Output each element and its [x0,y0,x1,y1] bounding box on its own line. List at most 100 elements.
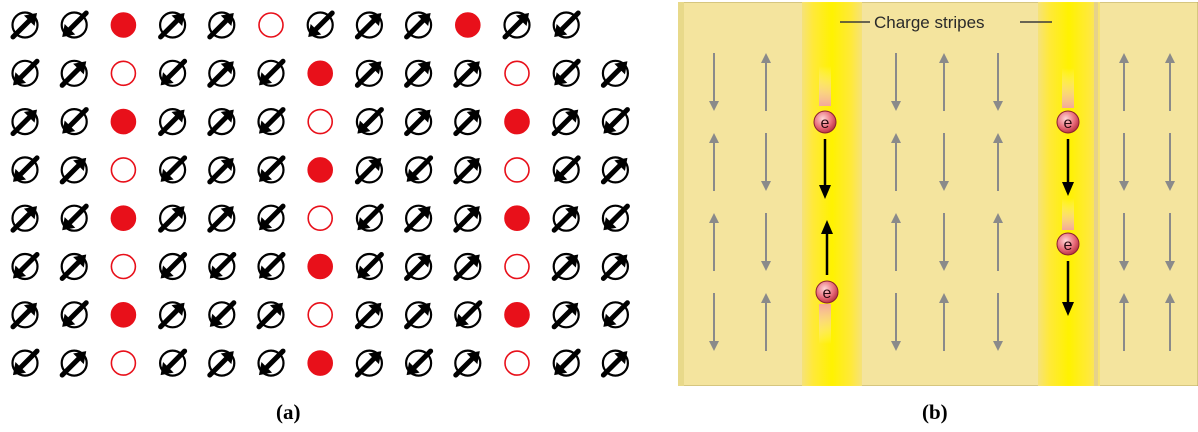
spin-up-arrow-icon [455,351,480,376]
electron-trail [819,66,831,106]
hole-filled-icon [308,351,332,375]
spin-up-arrow-icon [357,13,382,38]
spin-up-arrow-icon [357,351,382,376]
spin-down-arrow-icon [13,351,38,376]
spin-up-arrow-icon [259,302,284,327]
spin-up-arrow-icon [357,157,382,182]
spin-down-arrow-icon [259,351,284,376]
spin-up-arrow-icon [209,61,234,86]
spin-down-arrow-icon [62,206,87,231]
spin-up-arrow-icon [209,13,234,38]
spin-down-arrow-icon [62,109,87,134]
spin-up-arrow-icon [406,109,431,134]
spin-down-arrow-icon [554,157,579,182]
spin-down-arrow-icon [455,302,480,327]
spin-up-arrow-icon [209,157,234,182]
electron-label: e [823,285,832,302]
spin-up-arrow-icon [406,206,431,231]
charge-stripe-left [802,2,862,386]
hole-empty-icon [308,303,332,327]
spin-up-arrow-icon [160,206,185,231]
spin-up-arrow-icon [13,206,38,231]
spin-down-arrow-icon [554,351,579,376]
electron-trail [1062,198,1074,230]
electron-label: e [821,115,830,132]
caption-a: (a) [276,400,301,425]
spin-up-arrow-icon [455,254,480,279]
spin-down-arrow-icon [259,61,284,86]
spin-up-arrow-icon [455,157,480,182]
spin-up-arrow-icon [160,109,185,134]
hole-empty-icon [308,110,332,134]
hole-empty-icon [111,351,135,375]
spin-up-arrow-icon [603,351,628,376]
spin-down-arrow-icon [603,109,628,134]
spin-up-arrow-icon [455,61,480,86]
spin-up-arrow-icon [554,302,579,327]
charge-stripe-right [1038,2,1100,386]
hole-filled-icon [456,13,480,37]
hole-empty-icon [505,61,529,85]
spin-up-arrow-icon [160,302,185,327]
spin-down-arrow-icon [603,302,628,327]
spin-down-arrow-icon [13,157,38,182]
spin-up-arrow-icon [13,302,38,327]
hole-empty-icon [308,206,332,230]
spin-down-arrow-icon [406,351,431,376]
hole-filled-icon [111,110,135,134]
spin-up-arrow-icon [209,109,234,134]
spin-up-arrow-icon [209,206,234,231]
hole-filled-icon [308,158,332,182]
spin-up-arrow-icon [62,157,87,182]
spin-up-arrow-icon [406,302,431,327]
spin-down-arrow-icon [406,157,431,182]
spin-down-arrow-icon [308,13,333,38]
spin-up-arrow-icon [505,13,530,38]
spin-up-arrow-icon [357,302,382,327]
hole-empty-icon [111,61,135,85]
hole-filled-icon [111,303,135,327]
spin-down-arrow-icon [160,157,185,182]
spin-down-arrow-icon [259,254,284,279]
spin-down-arrow-icon [554,13,579,38]
hole-empty-icon [505,351,529,375]
electron-trail [819,304,831,344]
spin-down-arrow-icon [160,351,185,376]
spin-up-arrow-icon [13,109,38,134]
spin-up-arrow-icon [455,109,480,134]
hole-filled-icon [111,206,135,230]
spin-up-arrow-icon [160,13,185,38]
spin-down-arrow-icon [259,157,284,182]
panel-b-background [678,2,1198,386]
charge-stripes-label: Charge stripes [874,13,985,32]
spin-down-arrow-icon [357,109,382,134]
spin-up-arrow-icon [209,351,234,376]
hole-filled-icon [308,61,332,85]
electron-label: e [1064,237,1073,254]
spin-down-arrow-icon [209,254,234,279]
spin-down-arrow-icon [209,302,234,327]
spin-charge-lattice-diagram [0,0,660,395]
spin-down-arrow-icon [603,206,628,231]
electron-trail [1062,68,1074,108]
electron-label: e [1064,115,1073,132]
hole-empty-icon [259,13,283,37]
hole-empty-icon [111,255,135,279]
spin-down-arrow-icon [357,206,382,231]
spin-up-arrow-icon [62,61,87,86]
spin-down-arrow-icon [259,206,284,231]
spin-down-arrow-icon [62,13,87,38]
charge-stripes-diagram: Charge stripes e e e e [678,2,1198,386]
hole-empty-icon [505,158,529,182]
hole-filled-icon [505,110,529,134]
spin-down-arrow-icon [554,61,579,86]
spin-down-arrow-icon [357,254,382,279]
spin-up-arrow-icon [554,254,579,279]
spin-up-arrow-icon [357,61,382,86]
spin-down-arrow-icon [259,109,284,134]
hole-filled-icon [308,255,332,279]
spin-up-arrow-icon [406,61,431,86]
spin-up-arrow-icon [554,109,579,134]
spin-up-arrow-icon [406,254,431,279]
hole-filled-icon [505,303,529,327]
